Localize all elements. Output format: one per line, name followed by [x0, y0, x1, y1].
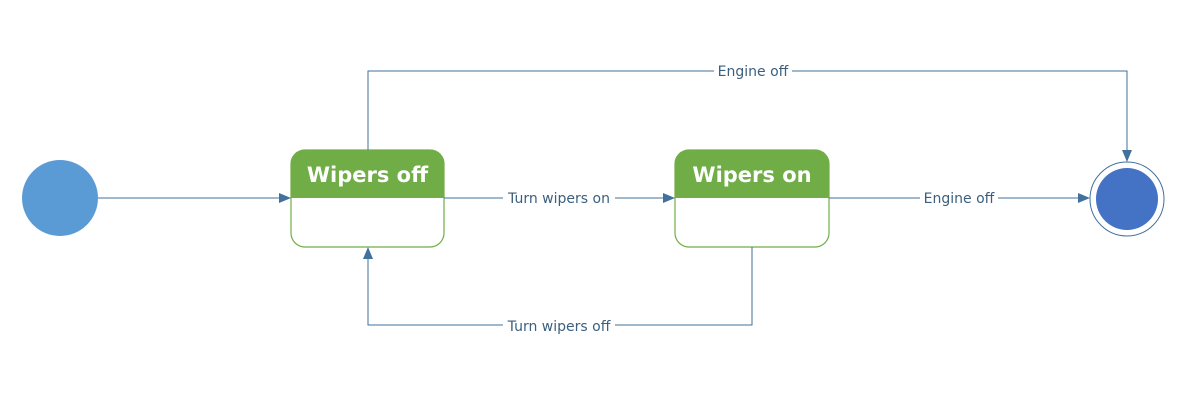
- state-wipers-on: Wipers on: [674, 149, 830, 248]
- label-turn-wipers-on: Turn wipers on: [507, 191, 610, 207]
- state-wipers-off-header: [291, 150, 444, 198]
- label-bg-turn-wipers-off: [503, 316, 615, 336]
- final-state-inner-fill: [1096, 168, 1158, 230]
- label-turn-wipers-off: Turn wipers off: [507, 319, 611, 335]
- label-engine-off-upper: Engine off: [718, 64, 789, 80]
- state-wipers-off-title: Wipers off: [307, 163, 429, 187]
- label-bg-engine-off-upper: [714, 61, 792, 81]
- label-bg-engine-off-lower: [920, 188, 998, 208]
- transition-engine-off-from-wipers-off: [367, 70, 1132, 162]
- label-bg-turn-wipers-on: [503, 188, 615, 208]
- state-wipers-on-header: [675, 150, 829, 198]
- state-wipers-off: Wipers off: [290, 149, 445, 248]
- state-wipers-on-title: Wipers on: [692, 163, 811, 187]
- initial-state-node: [22, 160, 98, 236]
- final-state-node: [1089, 161, 1165, 237]
- transition-turn-wipers-off: [363, 247, 753, 326]
- label-engine-off-lower: Engine off: [924, 191, 995, 207]
